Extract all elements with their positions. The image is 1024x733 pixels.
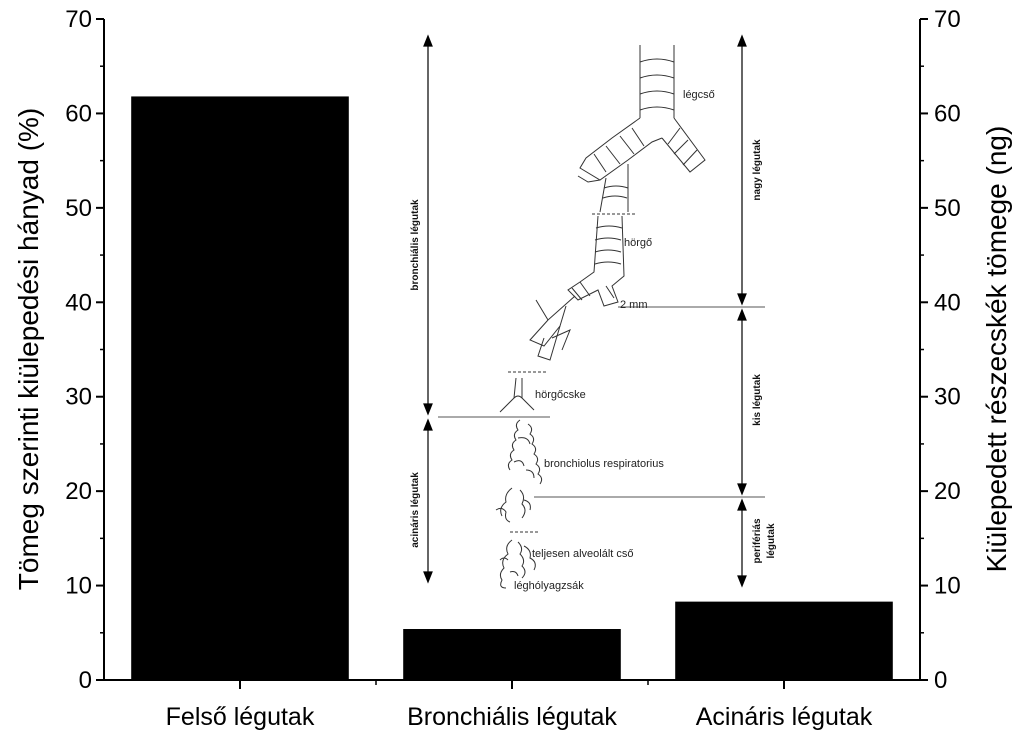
bars-layer [131, 96, 893, 681]
y-tick-label: 50 [65, 195, 92, 222]
y2-tick-label: 50 [934, 195, 961, 222]
x-category-label: Bronchiális légutak [407, 703, 617, 731]
bar-1 [131, 96, 349, 681]
label-trachea: légcső [683, 89, 715, 101]
y-tick-label: 10 [65, 573, 92, 600]
label-alveolar-duct: teljesen alveolált cső [532, 548, 634, 560]
label-bronchus: hörgő [624, 237, 652, 249]
label-peripheral-1: perifériás [752, 518, 763, 563]
right-bracket-peripheral [737, 498, 747, 588]
label-bronchiole: hörgőcske [535, 389, 586, 401]
x-category-label: Felső légutak [166, 703, 315, 731]
label-2mm: 2 mm [620, 299, 648, 311]
respiratory-bronchiole-drawing [495, 419, 543, 523]
left-bracket-bronchial [423, 34, 433, 416]
alveolar-drawing [499, 539, 536, 589]
label-large-airways: nagy légutak [752, 139, 763, 201]
y2-tick-label: 0 [934, 667, 947, 694]
y2-tick-label: 40 [934, 289, 961, 316]
x-category-label: Acináris légutak [696, 703, 873, 731]
y-tick-label: 20 [65, 478, 92, 505]
label-alveolar-sac: léghólyagzsák [514, 580, 584, 592]
y2-tick-label: 60 [934, 100, 961, 127]
label-resp-bronchiole: bronchiolus respiratorius [544, 458, 664, 470]
bar-3 [675, 601, 893, 680]
y2-tick-label: 10 [934, 573, 961, 600]
bronchiole-drawing [499, 377, 535, 413]
y2-axis-title: Kiülepedett részecskék tömege (ng) [981, 126, 1012, 573]
label-peripheral-2: légutak [766, 523, 777, 558]
bronchus-drawing [529, 215, 625, 361]
airway-diagram [423, 34, 765, 589]
bar-2 [403, 629, 621, 680]
y-tick-label: 70 [65, 6, 92, 33]
label-bronchial-airways: bronchiális légutak [410, 199, 421, 291]
label-acinar-airways: acináris légutak [410, 472, 421, 548]
y-tick-label: 0 [79, 667, 92, 694]
y2-tick-label: 30 [934, 384, 961, 411]
left-bracket-acinar [423, 418, 433, 584]
y-tick-label: 30 [65, 384, 92, 411]
y-tick-label: 60 [65, 100, 92, 127]
y2-tick-label: 70 [934, 6, 961, 33]
y-axis-title: Tömeg szerinti kiülepedési hányad (%) [13, 108, 44, 590]
right-bracket-small [737, 308, 747, 496]
trachea-drawing [577, 45, 706, 213]
y2-tick-label: 20 [934, 478, 961, 505]
label-small-airways: kis légutak [752, 374, 763, 426]
y-tick-label: 40 [65, 289, 92, 316]
right-bracket-large [737, 34, 747, 306]
